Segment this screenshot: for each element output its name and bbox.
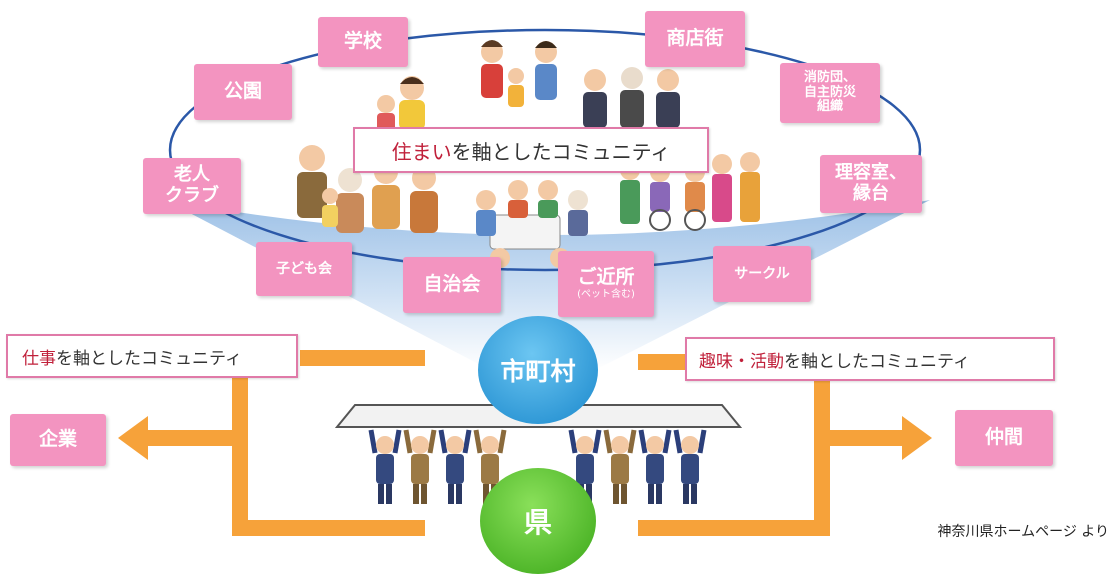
neighbors-label: ご近所 (577, 266, 635, 289)
box-shopping-street: 商店街 (645, 11, 745, 67)
person-2 (403, 429, 437, 504)
box-friends: 仲間 (955, 410, 1053, 466)
businessmen-illustration (583, 67, 680, 128)
funnel-cone (165, 200, 930, 370)
box-fire-brigade: 消防団、 自主防災 組織 (780, 63, 880, 123)
box-circle: サークル (713, 246, 811, 302)
person-7 (638, 429, 672, 504)
source-credit: 神奈川県ホームページ より (937, 524, 1109, 540)
box-park: 公園 (194, 64, 292, 120)
label-housing-community: 住まいを軸としたコミュニティ (353, 127, 709, 173)
box-neighborhood-association: 自治会 (403, 257, 501, 313)
orange-connectors (145, 350, 905, 536)
hobby-rest: を軸としたコミュニティ (784, 351, 970, 372)
box-company: 企業 (10, 414, 106, 466)
prefecture-circle: 県 (480, 468, 596, 574)
people-row (368, 429, 707, 504)
housing-rest: を軸としたコミュニティ (451, 139, 671, 164)
work-rest: を軸としたコミュニティ (56, 348, 242, 369)
person-6 (603, 429, 637, 504)
neighbors-note: (ペット含む) (577, 289, 635, 301)
person-3 (438, 429, 472, 504)
work-accent: 仕事 (22, 348, 56, 369)
person-8 (673, 429, 707, 504)
person-5 (568, 429, 602, 504)
box-kids-club: 子ども会 (256, 242, 352, 296)
arrow-left-head (118, 416, 148, 460)
family-illustration (481, 40, 557, 107)
municipality-circle: 市町村 (478, 316, 598, 424)
box-neighbors: ご近所 (ペット含む) (558, 251, 654, 317)
box-barber: 理容室、 縁台 (820, 155, 922, 213)
housing-accent: 住まい (391, 139, 452, 164)
box-elderly-club: 老人 クラブ (143, 158, 241, 214)
person-1 (368, 429, 402, 504)
hobby-accent: 趣味・活動 (699, 351, 784, 372)
label-work-community: 仕事を軸としたコミュニティ (6, 334, 298, 378)
box-school: 学校 (318, 17, 408, 67)
arrow-right-head (902, 416, 932, 460)
parent-child-illustration (377, 76, 425, 133)
community-ellipse (168, 28, 922, 272)
label-hobby-community: 趣味・活動を軸としたコミュニティ (685, 337, 1055, 381)
